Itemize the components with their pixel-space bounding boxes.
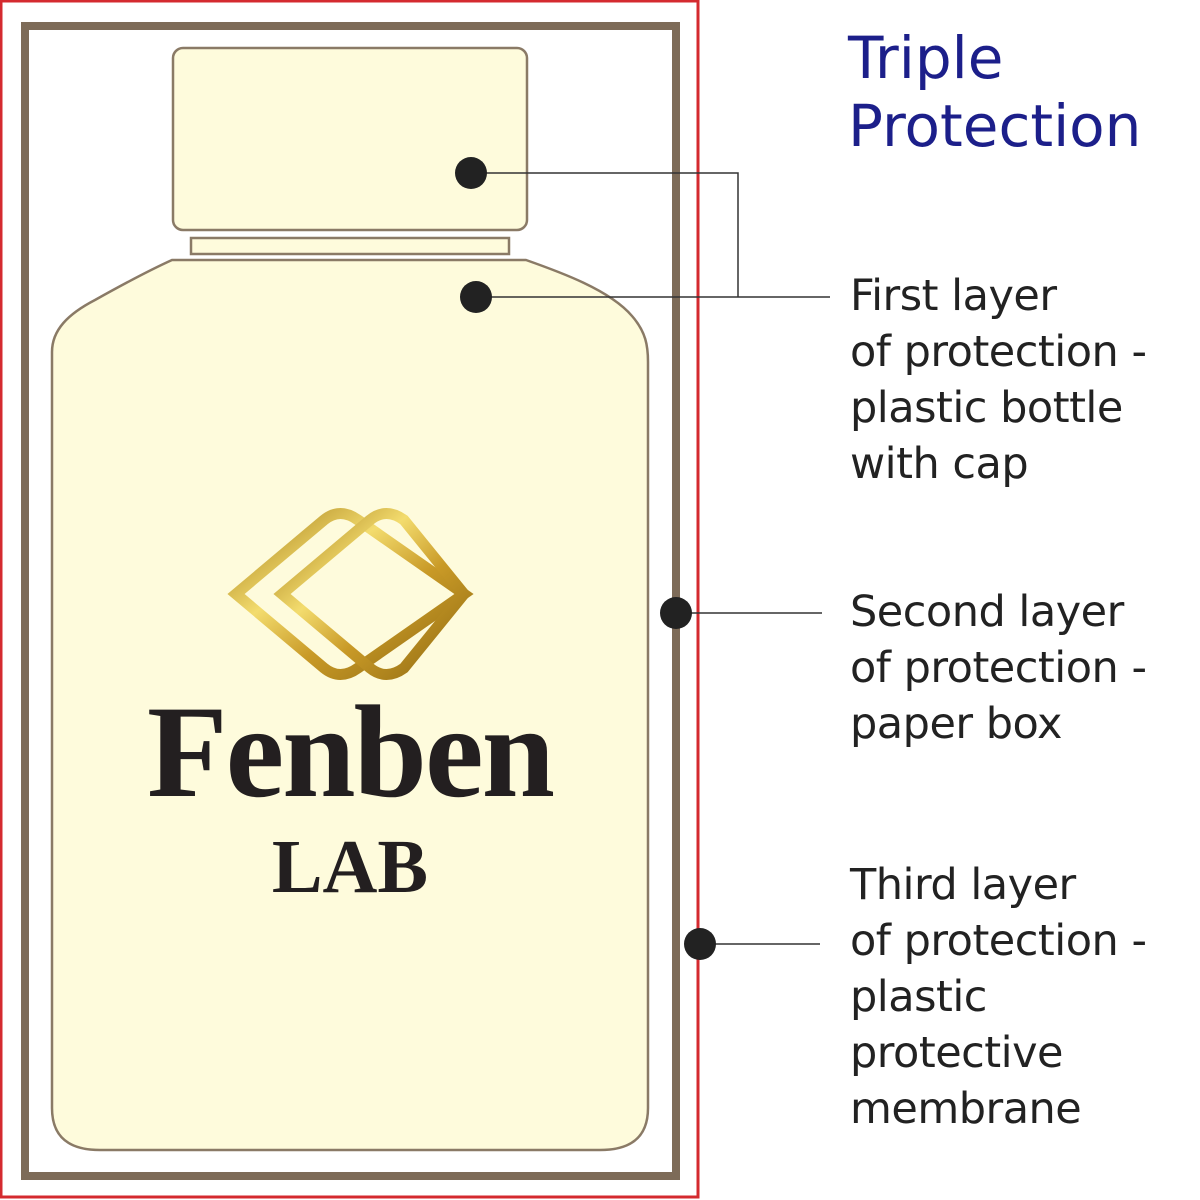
marker-cap: [455, 157, 487, 189]
brand-logo-icon: [227, 508, 474, 680]
membrane-outline: [0, 0, 700, 1199]
layer-1-line-3: plastic bottle: [850, 383, 1123, 433]
bottle-cap: [171, 46, 529, 232]
layer-3-line-2: of protection -: [850, 916, 1147, 966]
layer-2-description: Second layer of protection - paper box: [850, 584, 1147, 752]
layer-3-line-4: protective: [850, 1028, 1064, 1078]
layer-1-description: First layer of protection - plastic bott…: [850, 268, 1147, 492]
layer-3-line-5: membrane: [850, 1084, 1082, 1134]
brand-sub: LAB: [272, 825, 428, 909]
marker-box: [660, 597, 692, 629]
callout-lines: [471, 172, 830, 945]
layer-1-line-1: First layer: [850, 271, 1057, 321]
bottle-neck-ring: [189, 236, 511, 256]
callout-line-cap: [471, 172, 739, 297]
bottle-body: [50, 258, 650, 1152]
layer-2-line-3: paper box: [850, 699, 1062, 749]
layer-3-description: Third layer of protection - plastic prot…: [850, 857, 1147, 1137]
marker-bottle: [460, 281, 492, 313]
layer-3-line-3: plastic: [850, 972, 987, 1022]
title-line-1: Triple: [848, 24, 1004, 92]
title-line-2: Protection: [848, 92, 1142, 160]
layer-1-line-2: of protection -: [850, 327, 1147, 377]
marker-membrane: [684, 928, 716, 960]
layer-1-line-4: with cap: [850, 439, 1029, 489]
diagram-title: Triple Protection: [848, 24, 1141, 160]
layer-3-line-1: Third layer: [850, 860, 1076, 910]
brand-name: Fenben: [147, 678, 554, 825]
layer-2-line-1: Second layer: [850, 587, 1124, 637]
layer-2-line-2: of protection -: [850, 643, 1147, 693]
